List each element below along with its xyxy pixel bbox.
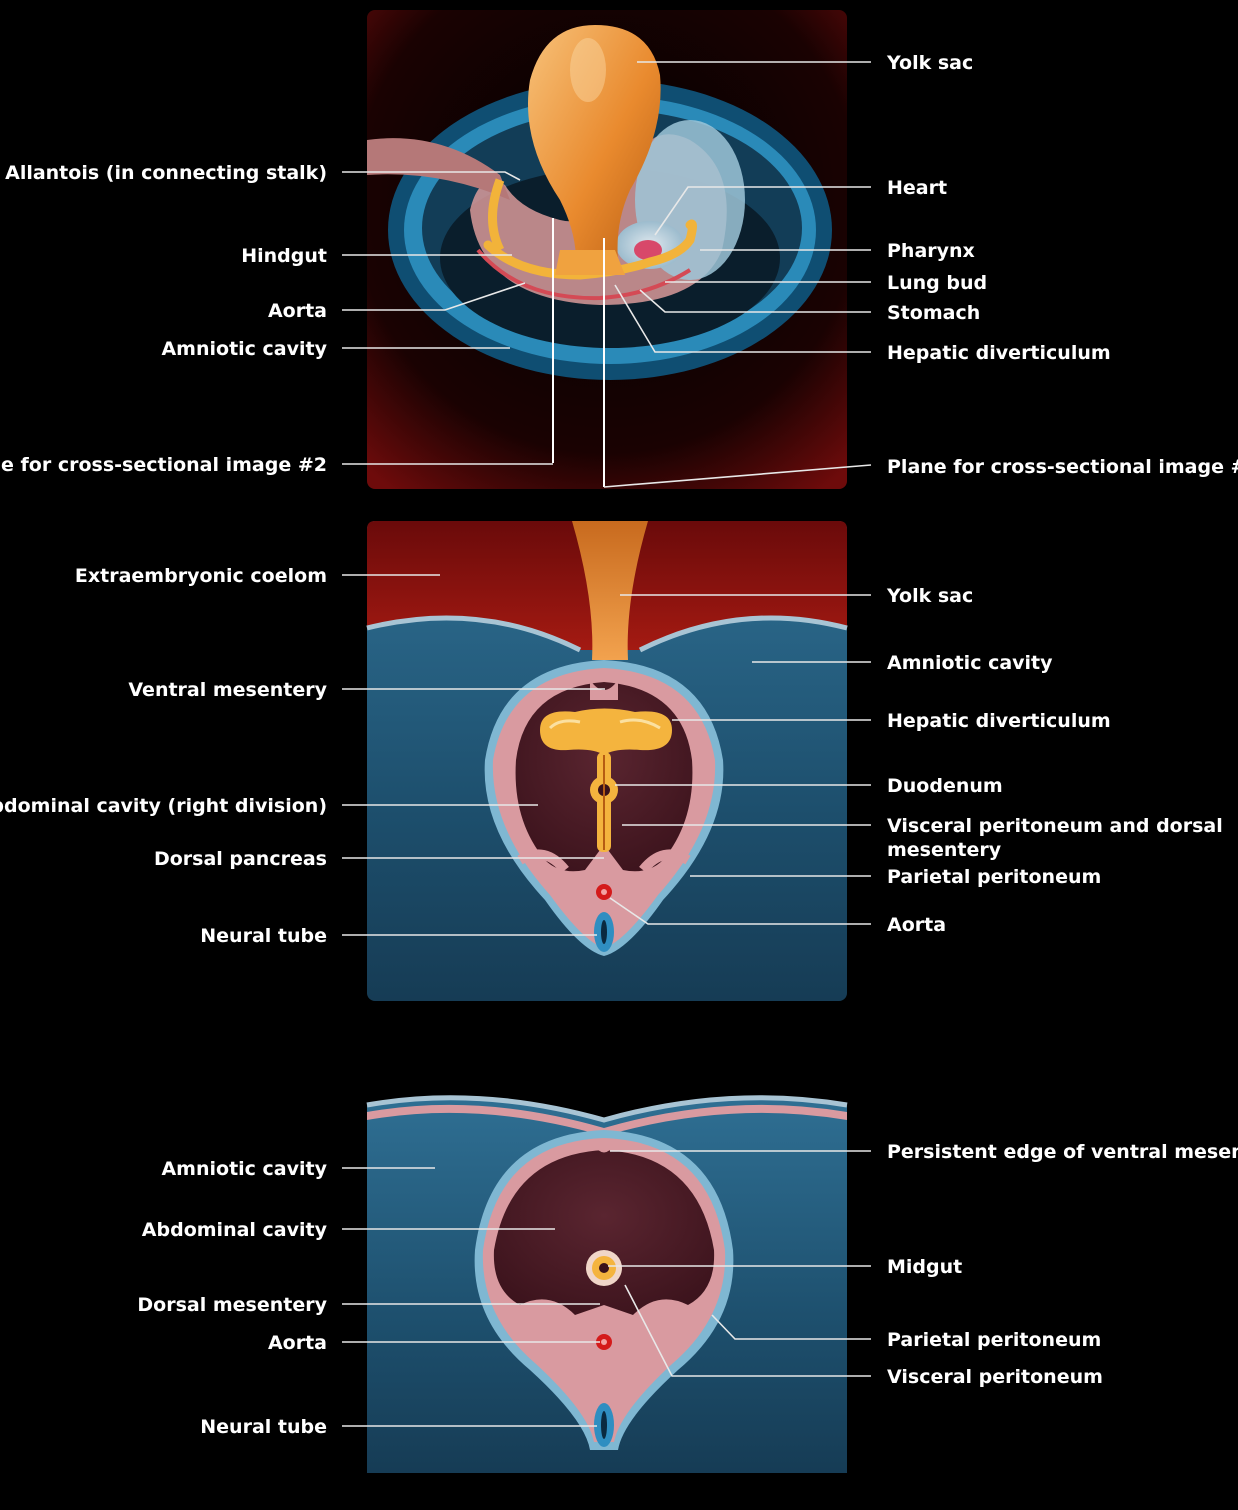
label-visceral-peritoneum-dorsal-1: Visceral peritoneum and dorsal (887, 815, 1223, 837)
label-parietal-peritoneum-2: Parietal peritoneum (887, 866, 1101, 888)
label-extraembryonic-coelom: Extraembryonic coelom (75, 565, 327, 587)
label-abdominal-cavity-right: Abdominal cavity (right division) (0, 795, 327, 817)
label-visceral-peritoneum-3: Visceral peritoneum (887, 1366, 1103, 1388)
label-abdominal-cavity-3: Abdominal cavity (142, 1219, 328, 1241)
panel-3-cross-section-2 (367, 1033, 847, 1473)
label-persistent-edge-ventral-mesentery: Persistent edge of ventral mesentery (887, 1141, 1238, 1163)
label-hepatic-diverticulum-2: Hepatic diverticulum (887, 710, 1111, 732)
label-stomach: Stomach (887, 302, 980, 324)
label-duodenum: Duodenum (887, 775, 1003, 797)
label-aorta-3: Aorta (268, 1332, 327, 1354)
label-midgut: Midgut (887, 1256, 962, 1278)
label-dorsal-pancreas: Dorsal pancreas (154, 848, 327, 870)
label-plane-2: Plane for cross-sectional image #2 (0, 454, 327, 476)
label-yolk-sac-2: Yolk sac (886, 585, 973, 607)
label-amniotic-cavity-3: Amniotic cavity (161, 1158, 327, 1180)
label-hindgut: Hindgut (241, 245, 327, 267)
label-lung-bud: Lung bud (887, 272, 987, 294)
label-pharynx: Pharynx (887, 240, 975, 262)
panel-2-cross-section-1 (367, 521, 847, 1001)
label-allantois: Allantois (in connecting stalk) (5, 162, 327, 184)
label-parietal-peritoneum-3: Parietal peritoneum (887, 1329, 1101, 1351)
label-heart: Heart (887, 177, 947, 199)
label-neural-tube-2: Neural tube (200, 925, 327, 947)
label-hepatic-diverticulum-1: Hepatic diverticulum (887, 342, 1111, 364)
label-dorsal-mesentery: Dorsal mesentery (137, 1294, 327, 1316)
label-ventral-mesentery: Ventral mesentery (128, 679, 327, 701)
label-neural-tube-3: Neural tube (200, 1416, 327, 1438)
label-amniotic-cavity-2: Amniotic cavity (887, 652, 1053, 674)
label-aorta-2: Aorta (887, 914, 946, 936)
label-plane-1: Plane for cross-sectional image #1 (887, 456, 1238, 478)
label-aorta-1: Aorta (268, 300, 327, 322)
label-amniotic-cavity-1: Amniotic cavity (161, 338, 327, 360)
label-visceral-peritoneum-dorsal-2: mesentery (887, 839, 1002, 861)
label-yolk-sac-1: Yolk sac (886, 52, 973, 74)
